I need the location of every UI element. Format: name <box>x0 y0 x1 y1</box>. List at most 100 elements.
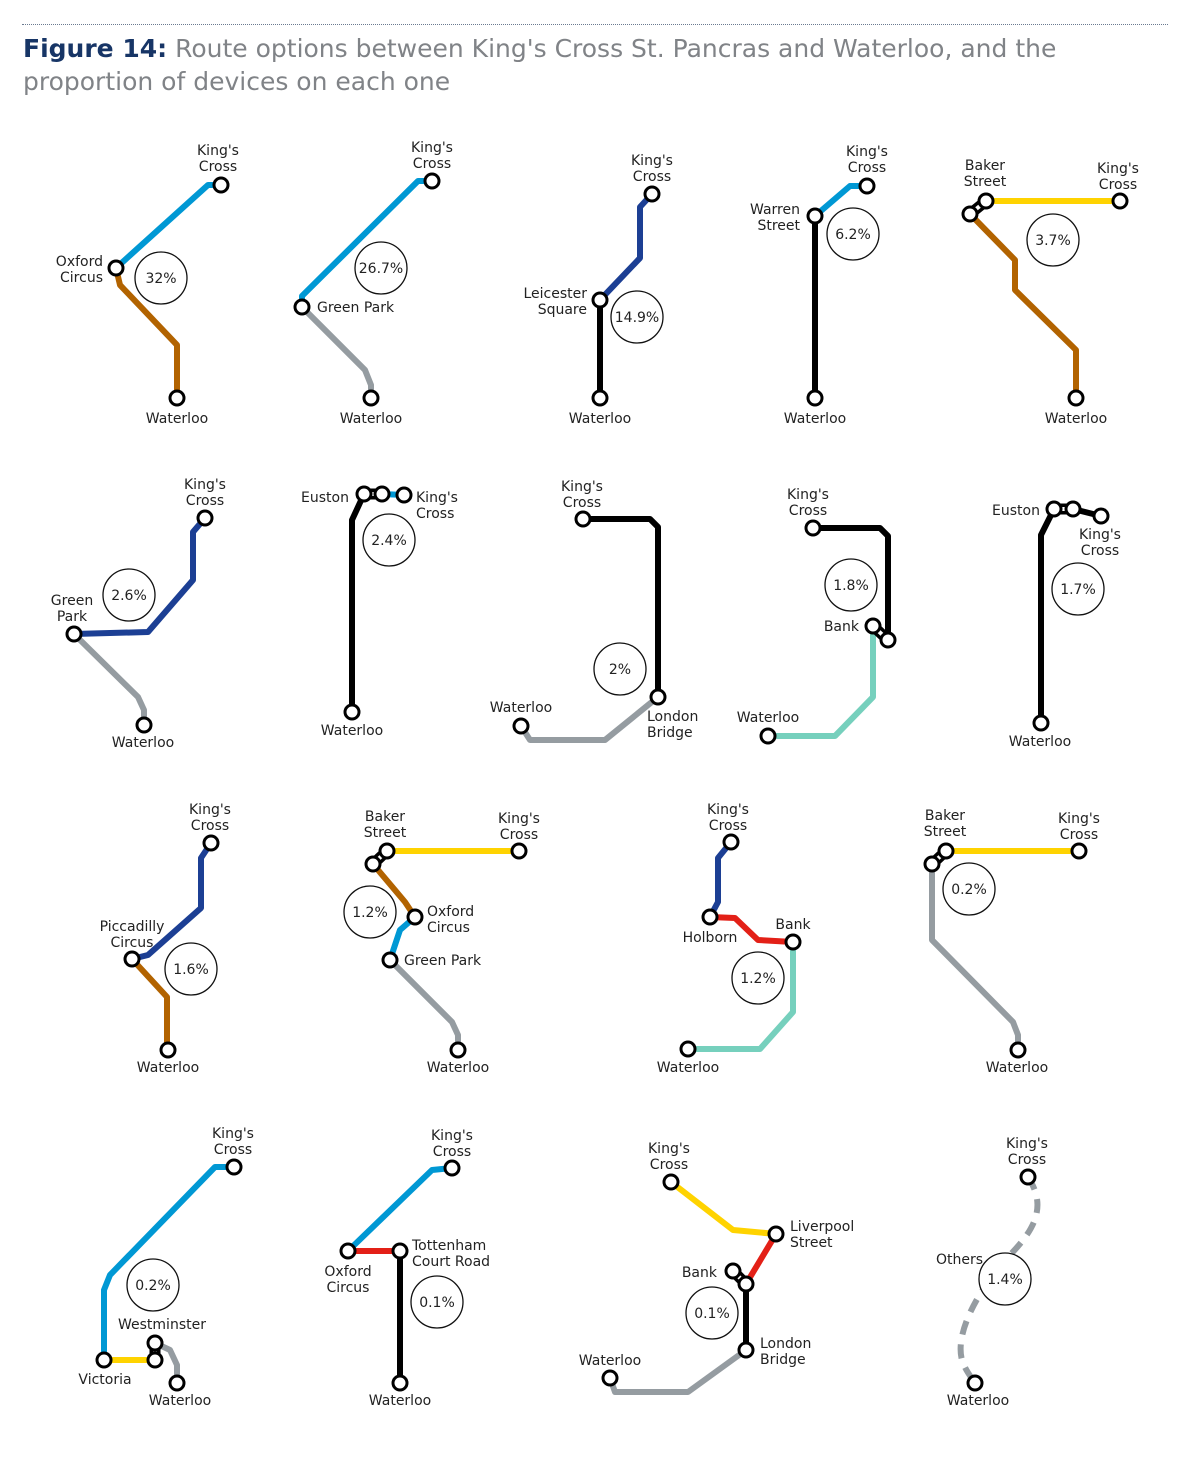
station-marker <box>168 1374 186 1392</box>
device-share-label: 32% <box>145 271 176 287</box>
station-label: Holborn <box>683 930 738 946</box>
percentage-circle <box>354 241 408 295</box>
device-share-label: 2% <box>609 662 631 678</box>
northern-line-segment <box>1038 506 1057 726</box>
device-share-label: 0.2% <box>951 882 987 898</box>
station-marker <box>806 389 824 407</box>
station-marker <box>722 833 740 851</box>
percentage-circle <box>731 951 785 1005</box>
interchange-station-marker <box>1064 500 1082 518</box>
station-marker <box>1032 714 1050 732</box>
percentage-circle <box>942 862 996 916</box>
station-marker <box>293 298 311 316</box>
bakerloo-line-segment <box>129 956 170 1053</box>
interchange-station-marker <box>146 1334 164 1352</box>
jubilee-line-segment <box>929 861 1021 1053</box>
station-label: Waterloo <box>657 1060 719 1076</box>
station-label: Waterloo <box>146 411 208 427</box>
station-marker <box>806 207 824 225</box>
station-label: Waterloo <box>737 710 799 726</box>
piccadilly-line-segment <box>129 840 214 962</box>
station-marker <box>512 717 530 735</box>
station-label: Waterloo <box>569 411 631 427</box>
figure-title: Figure 14: Route options between King's … <box>23 32 1143 98</box>
station-marker <box>1019 1168 1037 1186</box>
station-label: Bank <box>682 1265 718 1281</box>
station-marker <box>649 688 667 706</box>
percentage-circle <box>685 1286 739 1340</box>
station-marker <box>107 259 125 277</box>
station-marker <box>196 509 214 527</box>
percentage-circle <box>134 251 188 305</box>
piccadilly-line-segment <box>707 839 734 920</box>
station-label: Waterloo <box>137 1060 199 1076</box>
jubilee-line-segment <box>71 631 147 728</box>
interchange-station-marker <box>864 617 882 635</box>
station-label: Waterloo <box>369 1393 431 1409</box>
station-marker <box>858 177 876 195</box>
interchange-station-marker <box>937 842 955 860</box>
station-marker <box>804 519 822 537</box>
interchange-station-marker <box>977 192 995 210</box>
percentage-circle <box>593 642 647 696</box>
station-marker <box>1070 842 1088 860</box>
station-marker <box>662 1173 680 1191</box>
device-share-label: 1.7% <box>1060 582 1096 598</box>
interchange-station-marker <box>724 1262 742 1280</box>
station-marker <box>391 1374 409 1392</box>
station-marker <box>339 1242 357 1260</box>
northern-line-segment <box>349 491 367 715</box>
station-marker <box>135 716 153 734</box>
station-label: Waterloo <box>986 1060 1048 1076</box>
percentage-circle <box>978 1252 1032 1306</box>
interchange-station-marker <box>364 855 382 873</box>
percentage-circle <box>362 513 416 567</box>
station-marker <box>168 389 186 407</box>
device-share-label: 26.7% <box>359 261 403 277</box>
interchange-station-marker <box>879 631 897 649</box>
percentage-circle <box>126 1258 180 1312</box>
station-label: Waterloo <box>321 723 383 739</box>
station-marker <box>443 1159 461 1177</box>
station-marker <box>95 1351 113 1369</box>
top-divider <box>22 24 1168 25</box>
waterloo-city-line-segment <box>685 939 796 1052</box>
interchange-station-marker <box>923 855 941 873</box>
device-share-label: 2.4% <box>371 533 407 549</box>
station-label: Others <box>936 1252 983 1268</box>
percentage-circle <box>164 942 218 996</box>
device-share-label: 14.9% <box>615 310 659 326</box>
station-marker <box>591 291 609 309</box>
device-share-label: 3.7% <box>1035 233 1071 249</box>
interchange-station-marker <box>355 485 373 503</box>
device-share-label: 1.4% <box>987 1272 1023 1288</box>
figure-number: Figure 14: <box>23 34 168 63</box>
interchange-station-marker <box>373 485 391 503</box>
station-marker <box>643 185 661 203</box>
station-marker <box>1009 1041 1027 1059</box>
station-marker <box>1111 192 1129 210</box>
station-label: Waterloo <box>112 735 174 751</box>
circle-line-segment <box>668 1179 779 1237</box>
